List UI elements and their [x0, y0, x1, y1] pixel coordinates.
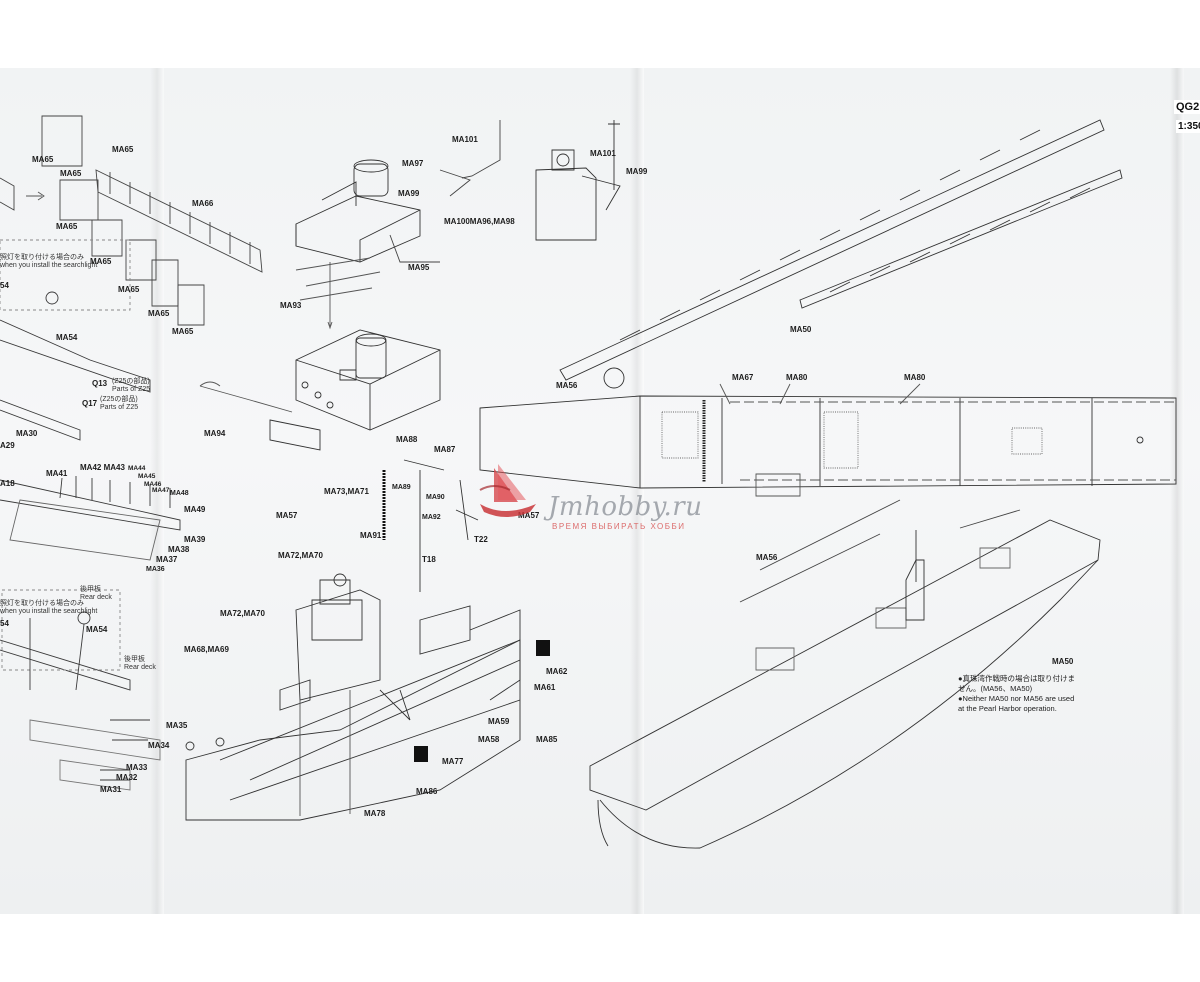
label-ma44: MA44	[128, 465, 146, 472]
flight-deck-plan	[480, 396, 1176, 496]
instruction-sheet	[0, 68, 1200, 914]
q17-parts-note: (Z25の部品) Parts of Z25	[100, 396, 139, 411]
label-ma93: MA93	[280, 301, 302, 310]
label-ma78: MA78	[364, 809, 386, 818]
label-ma58: MA58	[478, 735, 500, 744]
label-ma56-top: MA56	[556, 381, 578, 390]
railing-panels	[0, 116, 262, 325]
searchlight-note-2: 照灯を取り付ける場合のみ when you install the search…	[0, 600, 98, 615]
label-ma65-a: MA65	[112, 145, 134, 154]
page-fold-3	[1170, 68, 1184, 914]
hull-detail	[186, 460, 520, 820]
label-ma35: MA35	[166, 721, 188, 730]
label-ma85: MA85	[536, 735, 558, 744]
label-ma94: MA94	[204, 429, 226, 438]
label-ma86: MA86	[416, 787, 438, 796]
pearl-harbor-note: ●真珠湾作戦時の場合は取り付けま せん。(MA56、MA50) ●Neither…	[958, 674, 1076, 714]
label-54-left-b: 54	[0, 619, 9, 628]
label-ma80-b: MA80	[904, 373, 926, 382]
island-lower	[270, 330, 440, 450]
label-ma97: MA97	[402, 159, 424, 168]
label-ma50-top: MA50	[790, 325, 812, 334]
searchlight-note-1: 照灯を取り付ける場合のみ when you install the search…	[0, 254, 98, 269]
label-q13: Q13	[92, 379, 108, 388]
label-ma67: MA67	[732, 373, 754, 382]
watermark: Jmhobby.ru ВРЕМЯ ВЫБИРАТЬ ХОББИ	[474, 460, 724, 531]
label-54-left: 54	[0, 281, 9, 290]
label-t22: T22	[474, 535, 488, 544]
label-ma57-b: MA57	[518, 511, 540, 520]
label-ma50-bottom: MA50	[1052, 657, 1074, 666]
label-ma73-71: MA73,MA71	[324, 487, 369, 496]
label-ma59: MA59	[488, 717, 510, 726]
label-ma101-b: MA101	[590, 149, 616, 158]
label-ma62: MA62	[546, 667, 568, 676]
label-ma65-b: MA65	[32, 155, 54, 164]
flight-deck-rails	[560, 120, 1122, 388]
label-ma37: MA37	[156, 555, 178, 564]
label-ma54-a: MA54	[56, 333, 78, 342]
label-ma65-h: MA65	[172, 327, 194, 336]
page-fold-1	[150, 68, 164, 914]
label-ma54-b: MA54	[86, 625, 108, 634]
label-ma95: MA95	[408, 263, 430, 272]
label-a18: A18	[0, 479, 15, 488]
label-ma31: MA31	[100, 785, 122, 794]
kit-scale: 1:350	[1176, 120, 1200, 133]
label-ma72-70-a: MA72,MA70	[278, 551, 323, 560]
label-ma48: MA48	[170, 490, 189, 497]
label-ma91: MA91	[360, 531, 382, 540]
rear-deck-note: 後甲板 Rear deck	[80, 586, 112, 601]
rear-deck-note-2: 後甲板 Rear deck	[124, 656, 156, 671]
label-ma56-bottom: MA56	[756, 553, 778, 562]
label-t18: T18	[422, 555, 436, 564]
label-ma61: MA61	[534, 683, 556, 692]
label-ma49: MA49	[184, 505, 206, 514]
carrier-hull	[590, 500, 1100, 848]
label-ma65-g: MA65	[148, 309, 170, 318]
label-ma46: MA46	[144, 481, 162, 488]
label-ma39: MA39	[184, 535, 206, 544]
label-ma100-96-98: MA100MA96,MA98	[444, 217, 515, 226]
label-ma30: MA30	[16, 429, 38, 438]
label-ma36: MA36	[146, 566, 165, 573]
label-ma101-a: MA101	[452, 135, 478, 144]
label-ma45: MA45	[138, 473, 156, 480]
label-ma65-c: MA65	[60, 169, 82, 178]
label-q17: Q17	[82, 399, 98, 408]
label-ma89: MA89	[392, 484, 411, 491]
label-ma41: MA41	[46, 469, 68, 478]
label-ma92: MA92	[422, 514, 441, 521]
label-ma90: MA90	[426, 494, 445, 501]
page-fold-2	[630, 68, 644, 914]
label-ma33: MA33	[126, 763, 148, 772]
watermark-tagline: ВРЕМЯ ВЫБИРАТЬ ХОББИ	[552, 522, 686, 531]
label-ma87: MA87	[434, 445, 456, 454]
label-ma72-70-b: MA72,MA70	[220, 609, 265, 618]
watermark-brand: Jmhobby.ru	[548, 492, 703, 522]
label-ma80-a: MA80	[786, 373, 808, 382]
label-a29: A29	[0, 441, 15, 450]
label-ma47: MA47	[152, 487, 170, 494]
label-ma42-43: MA42 MA43	[80, 463, 125, 472]
label-ma99-b: MA99	[626, 167, 648, 176]
label-ma57-a: MA57	[276, 511, 298, 520]
label-ma65-d: MA65	[56, 222, 78, 231]
label-ma66: MA66	[192, 199, 214, 208]
q13-parts-note: (Z25の部品) Parts of Z25	[112, 378, 151, 393]
label-ma99-a: MA99	[398, 189, 420, 198]
label-ma32: MA32	[116, 773, 138, 782]
label-ma65-f: MA65	[118, 285, 140, 294]
label-ma77: MA77	[442, 757, 464, 766]
kit-code: QG2	[1174, 100, 1200, 114]
label-ma34: MA34	[148, 741, 170, 750]
label-ma65-e: MA65	[90, 257, 112, 266]
label-ma38: MA38	[168, 545, 190, 554]
label-ma68-69: MA68,MA69	[184, 645, 229, 654]
island-upper	[296, 160, 420, 262]
label-ma88: MA88	[396, 435, 418, 444]
ship-logo-icon	[479, 464, 536, 517]
funnel-small	[536, 120, 620, 240]
